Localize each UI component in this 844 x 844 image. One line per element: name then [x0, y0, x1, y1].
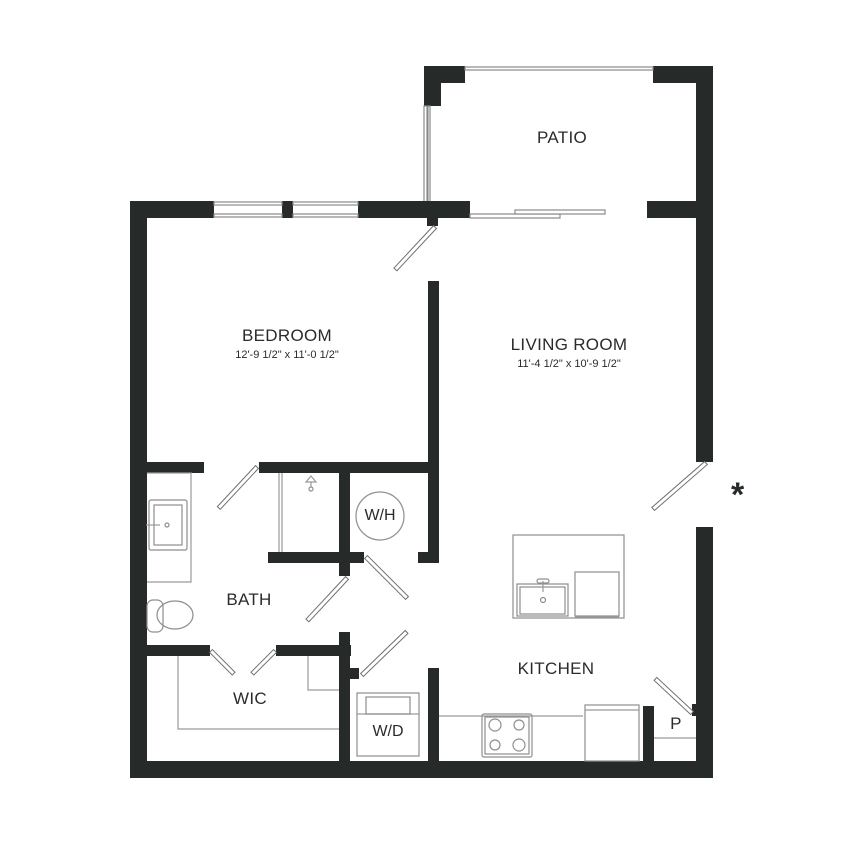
- bath-vanity: [146, 472, 192, 583]
- water-heater-label: W/H: [364, 507, 396, 524]
- bedroom-label: BEDROOM: [242, 326, 332, 345]
- wic-label: WIC: [233, 689, 267, 708]
- entry-marker-icon: *: [731, 476, 745, 514]
- kitchen-label: KITCHEN: [517, 659, 595, 678]
- bedroom-label-group: BEDROOM 12'-9 1/2" x 11'-0 1/2": [235, 326, 339, 361]
- kitchen-island: [512, 534, 625, 619]
- bedroom-dimensions: 12'-9 1/2" x 11'-0 1/2": [235, 349, 339, 361]
- shower: [278, 473, 318, 552]
- patio-label: PATIO: [537, 128, 587, 147]
- bath-label: BATH: [226, 590, 272, 609]
- bedroom-windows: [213, 201, 359, 218]
- living-room-label-group: LIVING ROOM 11'-4 1/2" x 10'-9 1/2": [511, 335, 628, 370]
- refrigerator: [584, 704, 640, 762]
- kitchen-counter: [439, 715, 696, 739]
- living-room-label: LIVING ROOM: [510, 335, 628, 354]
- wic-shelves: [177, 656, 339, 730]
- washer-dryer: [356, 692, 420, 757]
- exterior-walls: [130, 201, 713, 778]
- pantry-label: P: [670, 714, 682, 733]
- interior-walls: [147, 281, 698, 778]
- living-room-dimensions: 11'-4 1/2" x 10'-9 1/2": [517, 358, 621, 370]
- water-heater-circle: [355, 491, 405, 541]
- toilet: [146, 599, 194, 633]
- doors: [208, 224, 709, 716]
- patio-walls: [424, 66, 713, 462]
- washer-dryer-label: W/D: [372, 723, 404, 740]
- stove: [481, 713, 533, 758]
- sliding-door: [469, 209, 606, 219]
